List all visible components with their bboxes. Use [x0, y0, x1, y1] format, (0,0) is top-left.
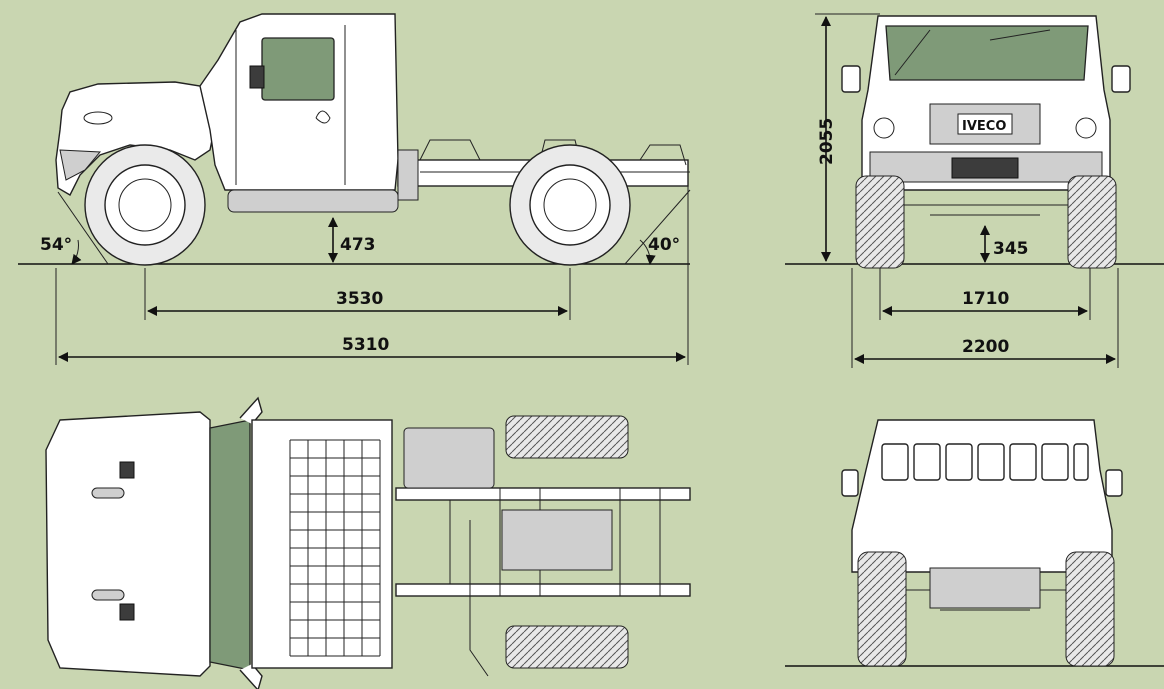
departure-angle-arc: [639, 239, 656, 265]
front-mirror-left: [841, 65, 861, 93]
front-wipers: [894, 29, 1051, 76]
wheelbase-label: 3530: [336, 289, 383, 309]
side-front-wheel: [84, 144, 206, 266]
side-headlight: [83, 111, 113, 125]
side-step: [227, 189, 399, 213]
side-hood: [55, 81, 215, 196]
top-windshield: [209, 419, 251, 671]
top-mirrors: [239, 396, 263, 689]
side-window: [261, 37, 335, 101]
side-mirror: [249, 65, 265, 89]
rear-view: [785, 419, 1164, 667]
side-view: 54° 40° 473 3530 5310: [18, 13, 691, 365]
top-exhaust: [469, 520, 489, 677]
rear-tire-left: [857, 551, 907, 667]
front-badge-box: [957, 113, 1013, 135]
front-axle: [904, 204, 1068, 216]
approach-angle-line: [57, 191, 109, 265]
top-hood: [45, 411, 211, 677]
top-light-upper: [119, 461, 135, 479]
rear-tow-plate: [929, 567, 1041, 609]
side-door-handle: [315, 110, 331, 124]
rear-mirror-left: [841, 469, 859, 497]
front-tire-right: [1067, 175, 1117, 269]
front-windshield: [885, 25, 1089, 81]
front-tire-left: [855, 175, 905, 269]
top-frame-rail-lower: [395, 583, 691, 597]
front-badge: IVECO: [962, 119, 1006, 134]
rear-mirror-right: [1105, 469, 1123, 497]
top-tank: [403, 427, 495, 489]
top-light-lower: [119, 603, 135, 621]
rear-tire-right: [1065, 551, 1115, 667]
approach-angle-arc: [71, 239, 82, 265]
front-headlight-right: [1075, 117, 1097, 139]
top-roof-grid: [289, 439, 381, 657]
front-clearance-label: 345: [993, 239, 1029, 259]
rear-axle: [906, 589, 1066, 611]
top-drivetrain: [501, 509, 613, 571]
side-bumper: [59, 149, 102, 181]
side-clearance-label: 473: [340, 235, 376, 255]
rear-cab: [851, 419, 1113, 573]
approach-angle-label: 54°: [40, 235, 72, 255]
front-mirror-right: [1111, 65, 1131, 93]
front-headlight-left: [873, 117, 895, 139]
top-rear-tire-upper: [505, 415, 629, 459]
rear-windows: [881, 443, 1089, 481]
track-label: 1710: [962, 289, 1009, 309]
side-chassis-bracket: [397, 149, 419, 201]
front-bumper-vents: [951, 157, 1019, 179]
side-door-lines: [235, 25, 346, 185]
side-rear-wheel: [509, 144, 631, 266]
height-label: 2055: [817, 118, 837, 165]
top-rear-tire-lower: [505, 625, 629, 669]
front-view: 2055 IVECO 345 1710 2200: [785, 13, 1164, 368]
top-frame-rail-upper: [395, 487, 691, 501]
departure-angle-label: 40°: [648, 235, 680, 255]
width-label: 2200: [962, 337, 1009, 357]
top-roof: [251, 419, 393, 669]
top-view: [45, 396, 691, 689]
top-vent-upper: [91, 487, 125, 499]
departure-angle-line: [624, 189, 691, 265]
top-vent-lower: [91, 589, 125, 601]
length-label: 5310: [342, 335, 389, 355]
